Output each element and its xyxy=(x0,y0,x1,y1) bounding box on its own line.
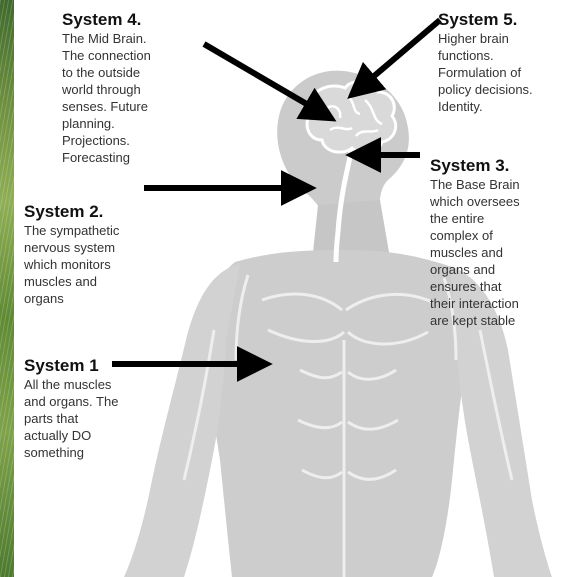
system-4-title: System 4. xyxy=(62,10,192,30)
arrow-system4 xyxy=(204,44,322,113)
system-2-description: The sympathetic nervous system which mon… xyxy=(24,222,154,307)
system-5-label: System 5. Higher brain functions. Formul… xyxy=(438,10,572,115)
system-5-description: Higher brain functions. Formulation of p… xyxy=(438,30,572,115)
system-1-title: System 1 xyxy=(24,356,154,376)
system-3-title: System 3. xyxy=(430,156,555,176)
system-2-label: System 2. The sympathetic nervous system… xyxy=(24,202,154,307)
system-3-label: System 3. The Base Brain which oversees … xyxy=(430,156,555,329)
system-2-title: System 2. xyxy=(24,202,154,222)
system-3-description: The Base Brain which oversees the entire… xyxy=(430,176,555,329)
system-4-description: The Mid Brain. The connection to the out… xyxy=(62,30,192,166)
system-1-description: All the muscles and organs. The parts th… xyxy=(24,376,154,461)
system-4-label: System 4. The Mid Brain. The connection … xyxy=(62,10,192,166)
arrow-system5 xyxy=(360,20,440,88)
system-1-label: System 1 All the muscles and organs. The… xyxy=(24,356,154,461)
system-5-title: System 5. xyxy=(438,10,572,30)
